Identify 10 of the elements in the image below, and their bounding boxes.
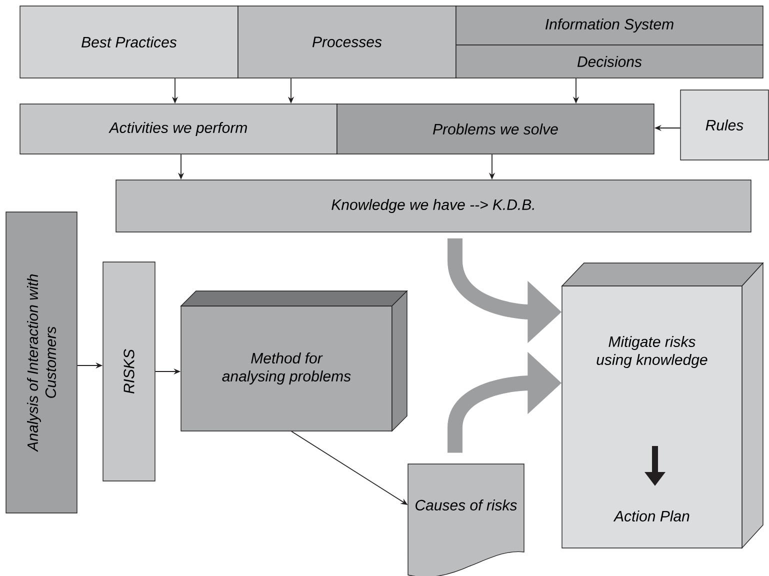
process-box: Knowledge we have --> K.D.B. [116, 180, 752, 232]
process-box: Information System [456, 6, 764, 46]
process-box: Rules [680, 90, 769, 160]
process-box: Processes [238, 6, 456, 78]
process-box: Best Practices [20, 6, 238, 78]
process-box: Analysis of Interaction with Customers [6, 212, 78, 514]
process-box: Problems we solve [336, 104, 654, 154]
process-box: Decisions [456, 44, 764, 78]
process-box: RISKS [102, 262, 156, 482]
process-box: Activities we perform [20, 104, 338, 154]
